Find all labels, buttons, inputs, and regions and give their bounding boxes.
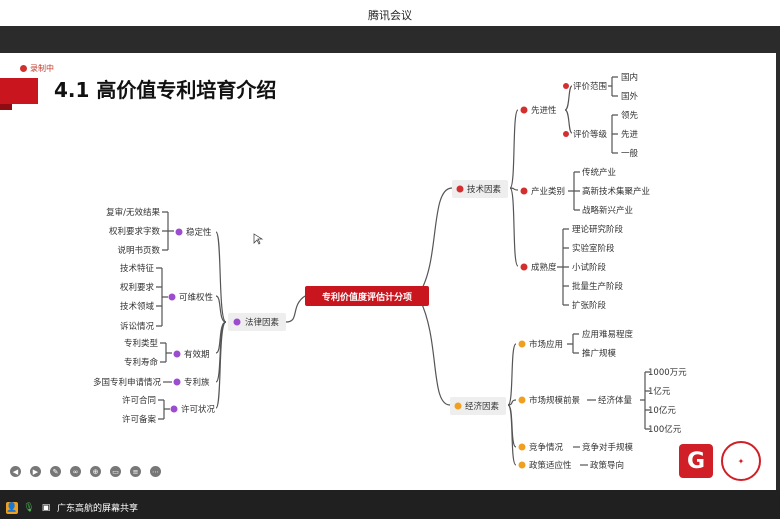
user-avatar-icon: 👤 <box>6 501 18 514</box>
meeting-bottom-bar <box>0 490 780 519</box>
title-accent-shadow <box>0 104 12 110</box>
more-icon[interactable]: ⋯ <box>150 466 161 477</box>
zoom-icon[interactable]: ⊕ <box>90 466 101 477</box>
link-icon[interactable]: ∞ <box>70 466 81 477</box>
meeting-top-bar <box>0 26 780 53</box>
screen-share-label: 广东高航的屏幕共享 <box>57 504 139 514</box>
subtitle-icon[interactable]: ≡ <box>130 466 141 477</box>
slide-title: 4.1 高价值专利培育介绍 <box>54 78 277 102</box>
recording-label: 录制中 <box>30 64 54 73</box>
brand-logo: G <box>679 444 713 478</box>
shared-slide <box>0 53 780 490</box>
university-seal-icon: ✦ <box>721 441 761 481</box>
next-slide-icon[interactable]: ▶ <box>30 466 41 477</box>
title-accent-bar <box>0 78 38 104</box>
app-title: 腾讯会议 <box>368 9 412 22</box>
recording-dot-icon <box>20 65 27 72</box>
window-titlebar: 腾讯会议 <box>0 0 780 26</box>
screen-share-icon: ▣ <box>41 502 51 513</box>
microphone-icon[interactable]: 🎙 <box>23 502 35 513</box>
recording-indicator: 录制中 <box>20 63 54 74</box>
slide-toolbar: ◀ ▶ ✎ ∞ ⊕ ▭ ≡ ⋯ <box>10 466 161 477</box>
window-edge <box>776 53 780 490</box>
pen-icon[interactable]: ✎ <box>50 466 61 477</box>
screen-share-indicator: 👤 🎙 ▣ 广东高航的屏幕共享 <box>6 501 138 514</box>
prev-slide-icon[interactable]: ◀ <box>10 466 21 477</box>
video-icon[interactable]: ▭ <box>110 466 121 477</box>
